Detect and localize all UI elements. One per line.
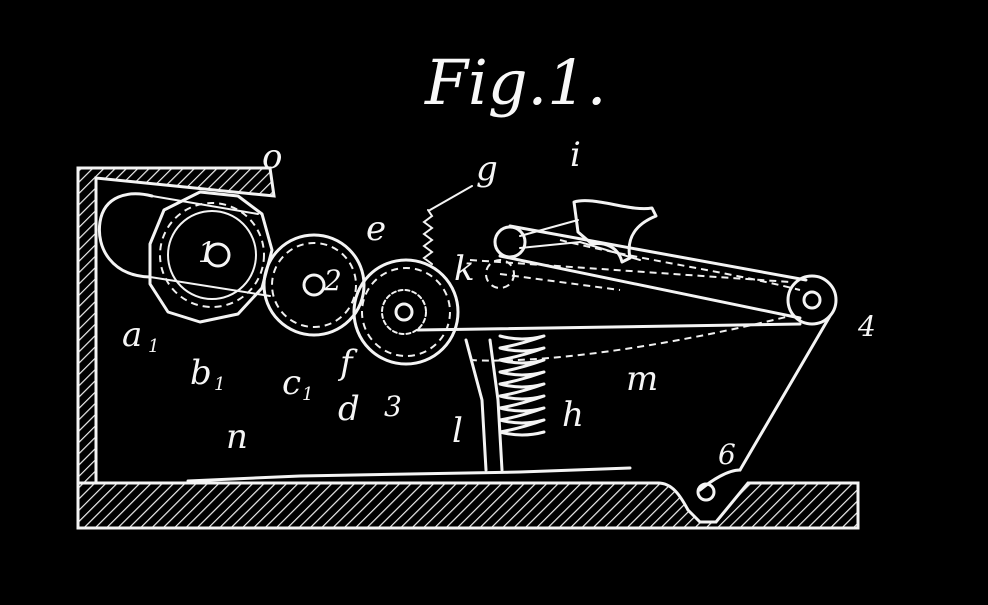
gear-wheel-3-dashed: [361, 267, 451, 357]
lever-pivot: [493, 225, 527, 259]
label-c1-sub: 1: [302, 384, 313, 405]
label-e: e: [366, 209, 386, 249]
label-3: 3: [384, 390, 402, 423]
spring-g: [422, 185, 473, 265]
label-4: 4: [857, 310, 876, 343]
pivot-4: [802, 290, 822, 310]
roller-1-inner: [167, 210, 257, 300]
spring-h: [498, 334, 546, 437]
support-plate-n: [186, 466, 632, 483]
handle-i: [572, 199, 658, 264]
link-k-pin: [485, 259, 515, 289]
label-o: o: [262, 137, 282, 177]
ratchet-wheel-e: [381, 289, 427, 335]
label-d: d: [338, 389, 360, 429]
label-c1: c: [282, 363, 301, 403]
figure-title: Fig.1.: [424, 46, 606, 119]
roller-1-polygon: [148, 190, 274, 324]
label-1: 1: [198, 236, 216, 269]
label-6: 6: [718, 438, 736, 471]
label-g: g: [476, 149, 498, 189]
frame-arm-m: [416, 314, 832, 472]
label-f: f: [337, 343, 358, 383]
housing-roller-a1-bottom: [149, 276, 271, 297]
travel-path: [469, 239, 801, 362]
label-m: m: [626, 359, 658, 399]
housing-wall: [76, 166, 276, 485]
housing-roller-a1: [97, 192, 154, 279]
base-plate: [76, 481, 860, 530]
pivot-6: [696, 482, 716, 502]
roller-2-axle: [302, 273, 326, 297]
link-k-rod: [499, 273, 621, 291]
label-k: k: [454, 249, 475, 289]
pivot-4-outer: [786, 274, 838, 326]
label-b1: b: [190, 353, 212, 393]
roller-1-axle: [205, 242, 231, 268]
label-n: n: [226, 417, 248, 457]
lever-arm: [498, 224, 808, 320]
label-2: 2: [323, 264, 342, 297]
label-b1-sub: 1: [214, 374, 225, 395]
roller-2-dashed: [271, 242, 357, 328]
roller-2: [262, 233, 366, 337]
label-a1-sub: 1: [148, 336, 159, 357]
roller-1-dashed: [159, 202, 265, 308]
label-i: i: [570, 135, 581, 175]
housing-roller-a1-top: [151, 195, 259, 215]
frame-lower-arm: [698, 468, 742, 492]
label-l: l: [452, 411, 463, 451]
label-h: h: [562, 395, 584, 435]
gear-wheel-3-axle: [394, 302, 414, 322]
gear-wheel-3: [352, 258, 460, 366]
label-a1: a: [122, 315, 142, 355]
